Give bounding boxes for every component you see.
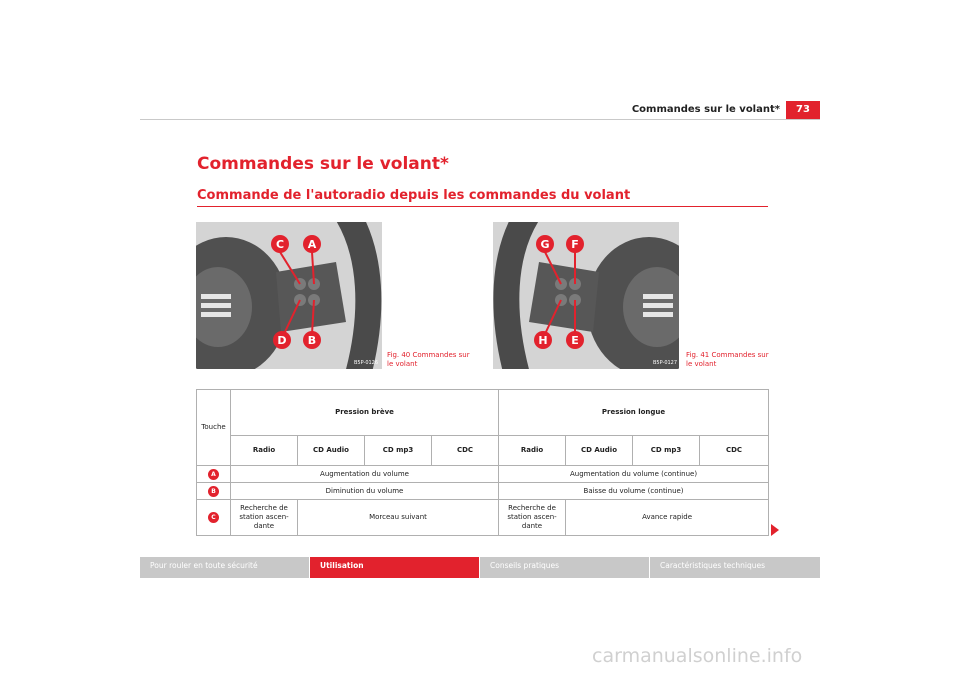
figure-label-e: E <box>571 334 579 347</box>
long-press-cell: Baisse du volume (continue) <box>498 482 770 500</box>
figure-40-caption: Fig. 40 Commandes sur le volant <box>387 351 470 368</box>
col-header: CD Audio <box>565 435 634 466</box>
long-press-cell: Augmentation du volume (continue) <box>498 465 770 483</box>
key-badge: A <box>208 468 219 480</box>
controls-table: Touche Pression brève Pression longue Ra… <box>196 389 770 536</box>
running-header-title: Commandes sur le volant* <box>631 104 780 115</box>
figure-label-a: A <box>308 238 317 251</box>
chapter-title: Commandes sur le volant* <box>197 154 449 174</box>
figure-label-d: D <box>277 334 286 347</box>
col-header: Radio <box>498 435 567 466</box>
section-divider <box>197 206 768 207</box>
header-divider <box>140 119 820 120</box>
col-header: CD Audio <box>297 435 365 466</box>
figure-label-h: H <box>538 334 547 347</box>
table-row: B Diminution du volume Baisse du volume … <box>196 482 770 500</box>
header-touche: Touche <box>196 389 231 466</box>
key-badge: C <box>208 512 219 523</box>
figure-code: B5P-0127 <box>653 360 677 366</box>
col-header: Radio <box>230 435 298 466</box>
figure-label-c: C <box>276 238 284 251</box>
figure-label-f: F <box>571 238 579 251</box>
footer-tab-securite[interactable]: Pour rouler en toute sécurité <box>140 557 309 578</box>
page-number-badge: 73 <box>786 101 820 119</box>
short-press-radio-cell: Recherche de station ascen- dante <box>230 499 298 536</box>
table-row: A Augmentation du volume Augmentation du… <box>196 465 770 483</box>
figure-label-b: B <box>308 334 316 347</box>
steering-wheel-illustration-right: G F H E B5P-0127 <box>493 222 679 369</box>
figure-label-g: G <box>540 238 549 251</box>
header-long-press: Pression longue <box>498 389 770 436</box>
figure-code: B5P-0126 <box>354 360 378 366</box>
steering-wheel-illustration-left: C A D B B5P-0126 <box>196 222 382 369</box>
figure-41-caption: Fig. 41 Commandes sur le volant <box>686 351 769 368</box>
footer-tab-utilisation[interactable]: Utilisation <box>310 557 479 578</box>
short-press-cell: Diminution du volume <box>229 482 500 500</box>
table-row: C Recherche de station ascen- dante Morc… <box>196 499 770 536</box>
col-header: CD mp3 <box>364 435 432 466</box>
short-press-cell: Augmentation du volume <box>229 465 500 483</box>
short-press-other-cell: Morceau suivant <box>296 499 500 536</box>
next-page-arrow-icon[interactable] <box>771 524 779 536</box>
header-short-press: Pression brève <box>229 389 500 436</box>
key-badge: B <box>208 485 219 497</box>
col-header: CD mp3 <box>632 435 701 466</box>
watermark: carmanualsonline.info <box>592 645 803 667</box>
footer-tab-conseils[interactable]: Conseils pratiques <box>480 557 649 578</box>
col-header: CDC <box>699 435 770 466</box>
long-press-radio-cell: Recherche de station ascen- dante <box>498 499 567 536</box>
figure-41-steering-wheel-right: G F H E B5P-0127 <box>493 222 679 369</box>
long-press-other-cell: Avance rapide <box>565 499 770 536</box>
col-header: CDC <box>430 435 500 466</box>
section-title: Commande de l'autoradio depuis les comma… <box>197 188 631 203</box>
figure-40-steering-wheel-left: C A D B B5P-0126 <box>196 222 382 369</box>
footer-tab-caracteristiques[interactable]: Caractéristiques techniques <box>650 557 820 578</box>
